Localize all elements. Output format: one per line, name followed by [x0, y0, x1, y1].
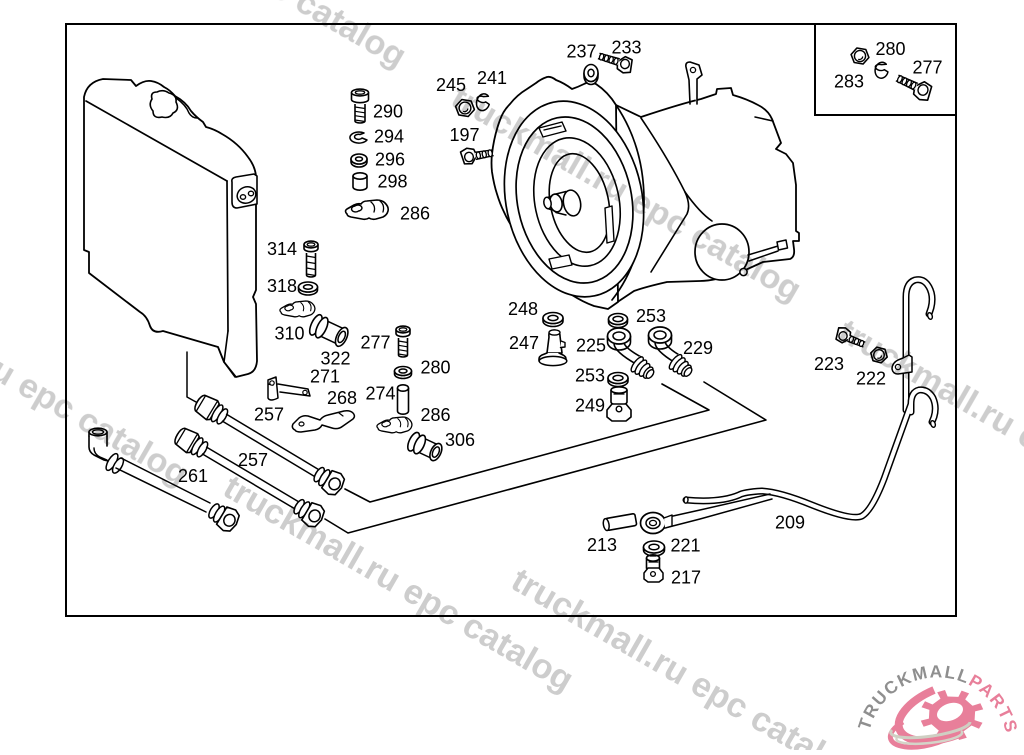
svg-text:277: 277: [913, 58, 943, 78]
svg-text:277: 277: [361, 333, 391, 353]
svg-text:253: 253: [636, 306, 666, 326]
svg-text:229: 229: [683, 338, 713, 358]
svg-text:261: 261: [178, 466, 208, 486]
svg-text:223: 223: [814, 354, 844, 374]
svg-text:248: 248: [508, 299, 538, 319]
svg-text:322: 322: [321, 349, 351, 369]
svg-text:268: 268: [327, 388, 357, 408]
svg-text:286: 286: [400, 204, 430, 224]
svg-text:274: 274: [366, 384, 396, 404]
svg-text:271: 271: [310, 367, 340, 387]
svg-text:241: 241: [477, 68, 507, 88]
svg-text:283: 283: [834, 72, 864, 92]
svg-text:298: 298: [378, 172, 408, 192]
svg-text:318: 318: [267, 276, 297, 296]
svg-text:280: 280: [876, 39, 906, 59]
svg-text:213: 213: [587, 535, 617, 555]
svg-text:197: 197: [450, 125, 480, 145]
svg-text:222: 222: [856, 369, 886, 389]
svg-text:296: 296: [375, 150, 405, 170]
svg-text:245: 245: [436, 75, 466, 95]
svg-text:310: 310: [275, 324, 305, 344]
svg-text:306: 306: [445, 430, 475, 450]
svg-text:209: 209: [775, 513, 805, 533]
svg-text:237: 237: [567, 42, 597, 62]
svg-text:217: 217: [671, 568, 701, 588]
svg-text:225: 225: [576, 336, 606, 356]
svg-text:286: 286: [421, 405, 451, 425]
svg-text:249: 249: [575, 396, 605, 416]
svg-text:257: 257: [238, 450, 268, 470]
svg-text:314: 314: [267, 239, 297, 259]
svg-text:280: 280: [421, 358, 451, 378]
svg-text:253: 253: [575, 366, 605, 386]
svg-text:290: 290: [373, 102, 403, 122]
svg-text:257: 257: [254, 405, 284, 425]
svg-text:221: 221: [671, 536, 701, 556]
svg-text:233: 233: [612, 38, 642, 58]
svg-text:247: 247: [509, 333, 539, 353]
svg-text:294: 294: [374, 127, 404, 147]
